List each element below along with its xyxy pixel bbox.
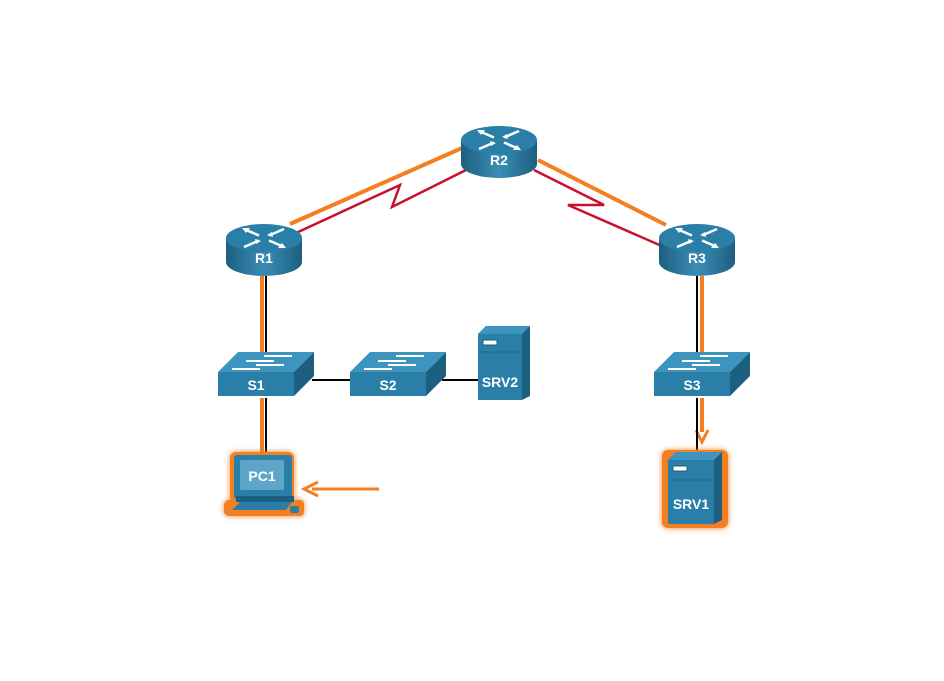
mouse — [290, 506, 299, 513]
server-srv2[interactable]: SRV2 — [478, 326, 530, 400]
srv2-label: SRV2 — [482, 374, 519, 390]
switch-s3[interactable]: S3 — [654, 352, 750, 396]
path-r2-r3 — [537, 158, 667, 227]
drive-icon — [482, 339, 498, 346]
link-r2-r3 — [533, 168, 665, 249]
ethernet-links — [265, 276, 698, 452]
pc-pc1[interactable]: PC1 — [224, 452, 304, 516]
drive-icon — [672, 465, 688, 472]
srv1-label: SRV1 — [673, 496, 710, 512]
router-arrows-icon — [477, 129, 521, 151]
r3-label: R3 — [688, 250, 706, 266]
r2-label: R2 — [490, 152, 508, 168]
router-r3[interactable]: R3 — [659, 224, 735, 276]
link-r1-r2 — [295, 168, 467, 235]
switch-arrows-icon — [364, 355, 424, 370]
s2-label: S2 — [379, 377, 396, 393]
r1-label: R1 — [255, 250, 273, 266]
switch-arrows-icon — [232, 355, 292, 370]
s1-label: S1 — [247, 377, 264, 393]
router-arrows-icon — [675, 227, 719, 249]
screen — [240, 460, 284, 490]
switch-s1[interactable]: S1 — [218, 352, 314, 396]
traffic-path — [260, 146, 710, 452]
router-r2[interactable]: R2 — [461, 126, 537, 178]
router-r1[interactable]: R1 — [226, 224, 302, 276]
switch-arrows-icon — [668, 355, 728, 370]
path-r1-r2 — [289, 146, 463, 226]
pointer-arrow — [300, 480, 379, 498]
router-arrows-icon — [242, 227, 286, 249]
server-srv1[interactable]: SRV1 — [662, 450, 728, 528]
pc1-label: PC1 — [248, 468, 275, 484]
switch-s2[interactable]: S2 — [350, 352, 446, 396]
s3-label: S3 — [683, 377, 700, 393]
keyboard — [232, 502, 292, 510]
